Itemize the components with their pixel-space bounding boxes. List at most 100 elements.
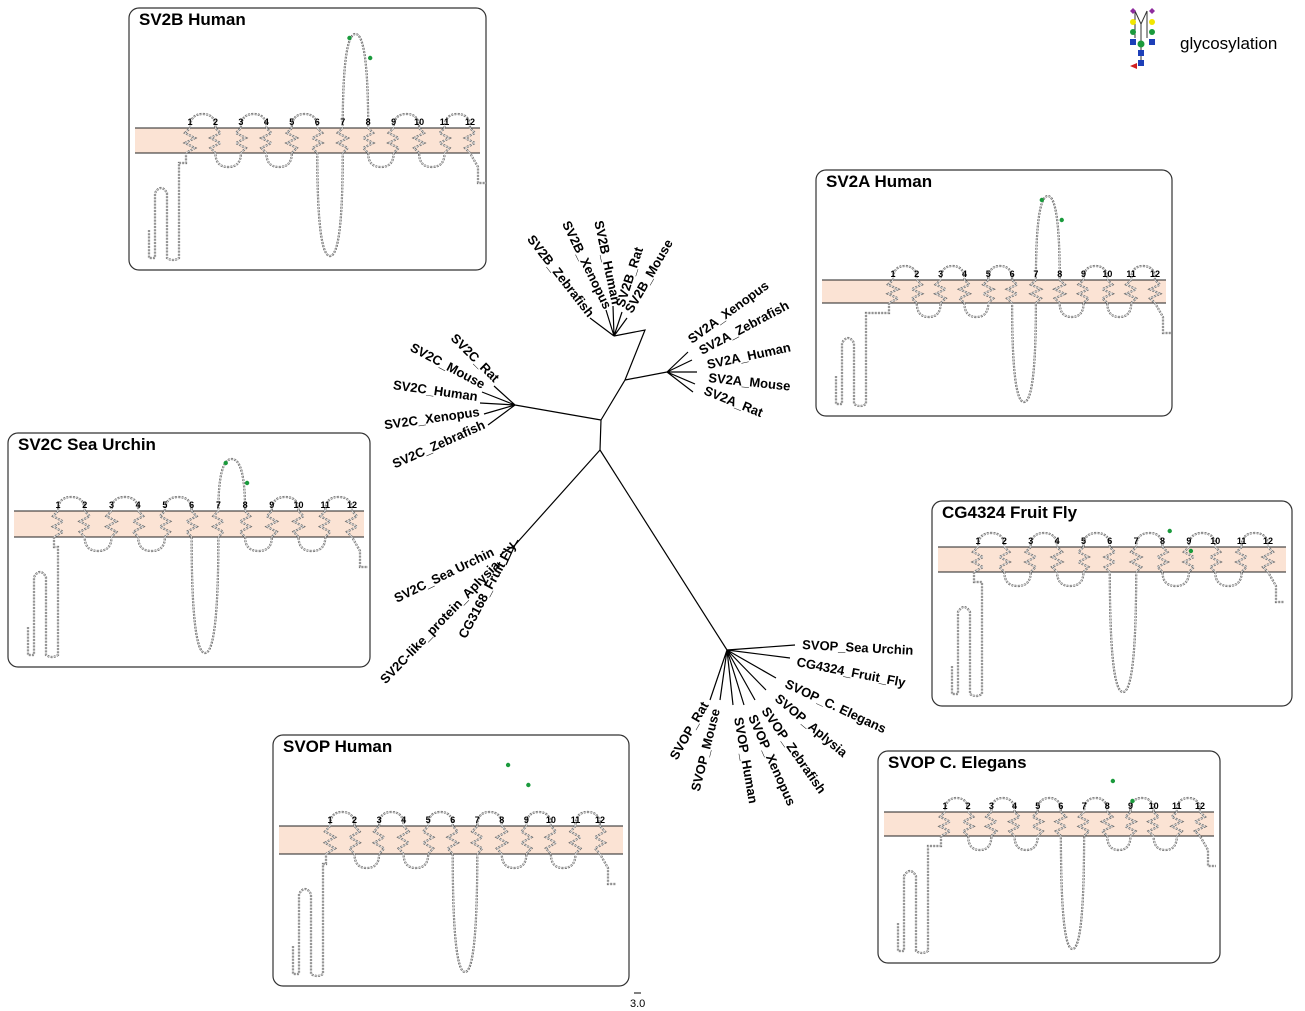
helix-number: 3 (938, 269, 943, 279)
helix-number: 5 (1081, 536, 1086, 546)
helix-number: 4 (264, 117, 269, 127)
glycosylation-site (1168, 529, 1172, 533)
helix-number: 5 (1035, 801, 1040, 811)
helix-number: 9 (391, 117, 396, 127)
glycosylation-site (224, 461, 228, 465)
legend: glycosylation (1130, 8, 1277, 69)
helix-number: 6 (450, 815, 455, 825)
topology-panel-sv2c-sea-urchin: SV2C Sea Urchin123456789101112 (8, 433, 370, 667)
helix-number: 4 (136, 500, 141, 510)
helix-number: 8 (243, 500, 248, 510)
helix-number: 6 (1058, 801, 1063, 811)
helix-number: 7 (1082, 801, 1087, 811)
helix-number: 3 (1028, 536, 1033, 546)
scale-bar: 3.0 (630, 993, 645, 1010)
helix-number: 11 (1172, 801, 1182, 811)
helix-number: 12 (1195, 801, 1205, 811)
helix-number: 3 (377, 815, 382, 825)
glycosylation-site (506, 763, 510, 767)
helix-number: 11 (1126, 269, 1136, 279)
scale-bar-label: 3.0 (630, 998, 645, 1010)
helix-number: 11 (321, 500, 331, 510)
glycan-icon (1130, 8, 1155, 69)
tree-branch (480, 386, 515, 425)
helix-number: 2 (914, 269, 919, 279)
helix-number: 2 (213, 117, 218, 127)
glycosylation-site (1060, 218, 1064, 222)
helix-number: 2 (966, 801, 971, 811)
panel-frame (878, 751, 1220, 963)
helix-number: 8 (499, 815, 504, 825)
helix-number: 7 (1033, 269, 1038, 279)
panel-title: SVOP C. Elegans (888, 753, 1027, 772)
helix-number: 3 (109, 500, 114, 510)
helix-number: 8 (1160, 536, 1165, 546)
glycosylation-site (368, 56, 372, 60)
helix-number: 12 (347, 500, 357, 510)
helix-number: 1 (975, 536, 980, 546)
topology-panel-cg4324-fruit-fly: CG4324 Fruit Fly123456789101112 (932, 501, 1292, 706)
glycosylation-site (1189, 549, 1193, 553)
helix-number: 6 (315, 117, 320, 127)
helix-number: 7 (475, 815, 480, 825)
helix-number: 8 (1105, 801, 1110, 811)
helix-number: 1 (327, 815, 332, 825)
helix-number: 2 (352, 815, 357, 825)
helix-number: 8 (366, 117, 371, 127)
helix-number: 8 (1057, 269, 1062, 279)
glycosylation-site (1111, 779, 1115, 783)
tree-branch (667, 352, 697, 392)
panel-title: SV2A Human (826, 172, 932, 191)
helix-number: 6 (189, 500, 194, 510)
helix-number: 5 (289, 117, 294, 127)
leaf-svop-sea-urchin: SVOP_Sea Urchin (802, 637, 914, 658)
tree-branch (600, 330, 645, 450)
helix-number: 12 (1150, 269, 1160, 279)
helix-number: 3 (238, 117, 243, 127)
helix-number: 4 (401, 815, 406, 825)
helix-number: 12 (595, 815, 605, 825)
tree-branch (625, 372, 667, 380)
tree-branch (600, 450, 727, 650)
helix-number: 4 (962, 269, 967, 279)
membrane-band (822, 280, 1166, 303)
helix-number: 11 (440, 117, 450, 127)
helix-number: 7 (216, 500, 221, 510)
helix-number: 6 (1010, 269, 1015, 279)
leaf-cg4324-fruit-fly: CG4324_Fruit_Fly (795, 654, 907, 690)
topology-panel-svop-c-elegans: SVOP C. Elegans123456789101112 (878, 751, 1220, 963)
panel-title: SVOP Human (283, 737, 392, 756)
helix-number: 9 (269, 500, 274, 510)
helix-number: 10 (1149, 801, 1159, 811)
glycosylation-site (526, 783, 530, 787)
helix-number: 11 (571, 815, 581, 825)
helix-number: 10 (294, 500, 304, 510)
helix-number: 2 (1002, 536, 1007, 546)
helix-number: 5 (986, 269, 991, 279)
helix-number: 1 (187, 117, 192, 127)
glycosylation-site (1130, 799, 1134, 803)
helix-number: 7 (340, 117, 345, 127)
helix-number: 4 (1012, 801, 1017, 811)
helix-number: 1 (942, 801, 947, 811)
helix-number: 3 (989, 801, 994, 811)
helix-number: 7 (1134, 536, 1139, 546)
helix-number: 11 (1237, 536, 1247, 546)
helix-number: 6 (1107, 536, 1112, 546)
helix-number: 9 (1186, 536, 1191, 546)
helix-number: 10 (1102, 269, 1112, 279)
helix-number: 2 (82, 500, 87, 510)
helix-number: 4 (1055, 536, 1060, 546)
helix-number: 5 (162, 500, 167, 510)
helix-number: 10 (546, 815, 556, 825)
panel-title: SV2C Sea Urchin (18, 435, 156, 454)
helix-number: 12 (1263, 536, 1273, 546)
helix-number: 9 (524, 815, 529, 825)
helix-number: 9 (1081, 269, 1086, 279)
helix-number: 5 (426, 815, 431, 825)
panel-title: CG4324 Fruit Fly (942, 503, 1078, 522)
helix-number: 12 (465, 117, 475, 127)
